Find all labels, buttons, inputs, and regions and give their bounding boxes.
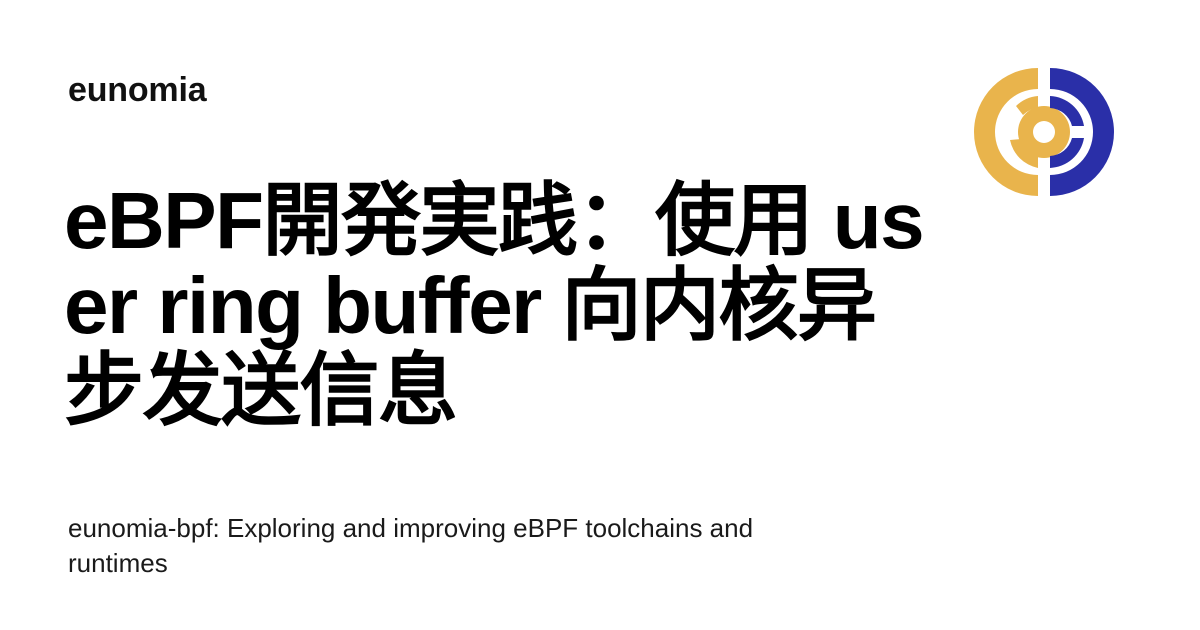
logo-left-arc	[974, 68, 1038, 196]
logo-left-inner-arc	[1016, 96, 1038, 115]
logo-right-arc	[1050, 68, 1114, 196]
logo-center-ring	[1018, 106, 1070, 158]
logo-right-inner-arc	[1050, 96, 1084, 126]
logo-left-lower-arc	[1010, 139, 1038, 168]
page-description: eunomia-bpf: Exploring and improving eBP…	[68, 513, 754, 578]
page-title: eBPF開発実践：使用 user ring buffer 向内核异步发送信息	[64, 176, 925, 435]
site-name: eunomia	[68, 71, 207, 109]
eunomia-logo-icon	[974, 68, 1114, 196]
logo-right-lower-arc	[1050, 138, 1084, 168]
